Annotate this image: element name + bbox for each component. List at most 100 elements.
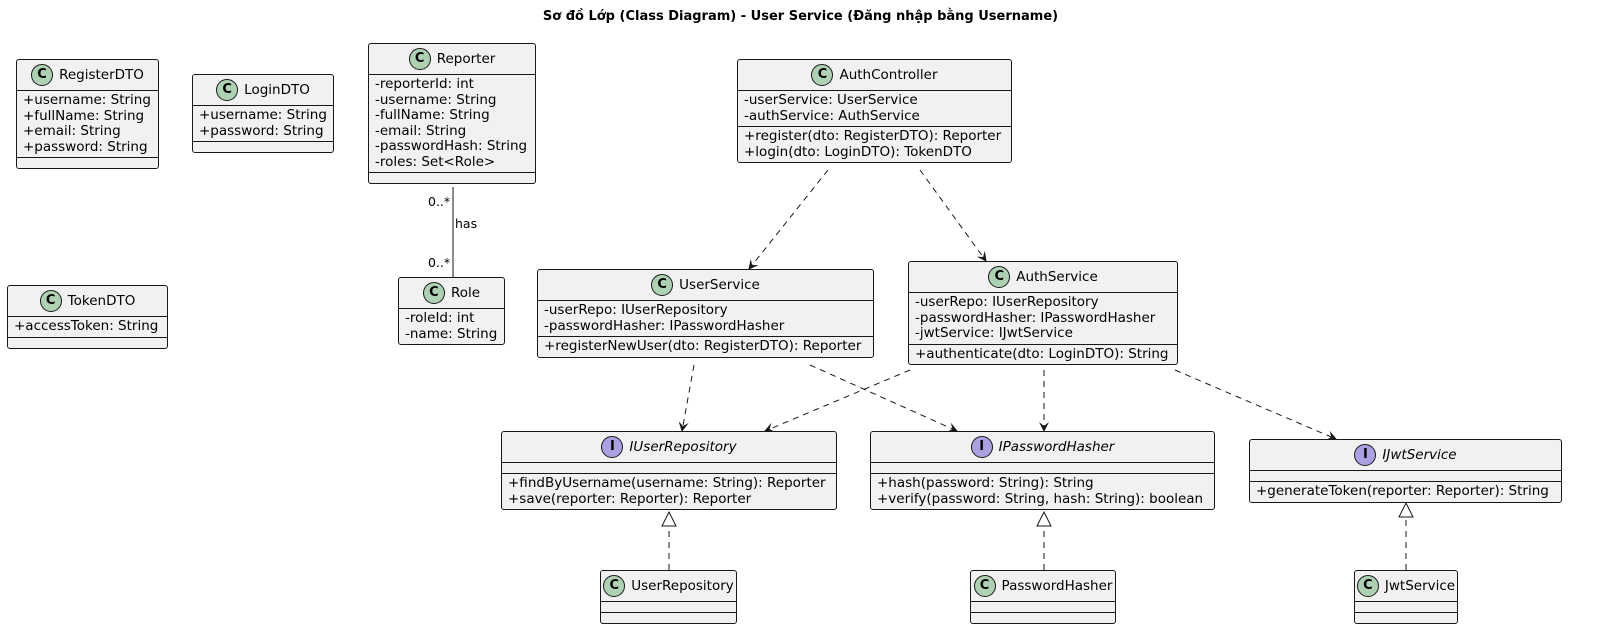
- class-field: -name: String: [405, 325, 498, 342]
- class-header: C PasswordHasher: [971, 571, 1115, 602]
- class-name: UserService: [679, 277, 760, 293]
- fields-compartment: +username: String+password: String: [193, 106, 333, 142]
- class-method: +registerNewUser(dto: RegisterDTO): Repo…: [544, 338, 862, 354]
- class-name: LoginDTO: [244, 82, 310, 98]
- reporter-multiplicity: 0..*: [428, 194, 451, 209]
- fields-compartment: -roleId: int-name: String: [399, 309, 504, 344]
- fields-compartment: +username: String+fullName: String+email…: [17, 91, 158, 158]
- methods-compartment: [601, 613, 736, 623]
- edge-authcontroller-userservice: [748, 169, 829, 270]
- class-field: +accessToken: String: [14, 318, 159, 334]
- methods-compartment: +authenticate(dto: LoginDTO): String: [909, 345, 1177, 365]
- class-field: -roles: Set<Role>: [375, 153, 496, 170]
- class-badge-icon: C: [603, 575, 626, 597]
- class-field: -userRepo: IUserRepository: [544, 302, 728, 318]
- class-field: +username: String: [199, 107, 327, 123]
- interface-i-password-hasher[interactable]: I IPasswordHasher +hash(password: String):…: [870, 431, 1215, 510]
- class-method: +save(reporter: Reporter): Reporter: [508, 490, 752, 507]
- fields-compartment: -userRepo: IUserRepository-passwordHashe…: [538, 301, 873, 337]
- class-field: -userRepo: IUserRepository: [915, 294, 1099, 310]
- class-field: -authService: AuthService: [744, 107, 920, 124]
- class-name: TokenDTO: [67, 293, 136, 309]
- class-field: -fullName: String: [375, 107, 490, 123]
- class-method: +authenticate(dto: LoginDTO): String: [915, 345, 1169, 362]
- class-name: Reporter: [436, 51, 496, 67]
- class-token-dto[interactable]: C TokenDTO +accessToken: String: [7, 285, 168, 349]
- class-badge-icon: C: [1356, 575, 1379, 597]
- edge-userservice-ipasswordhasher: [809, 364, 958, 432]
- class-header: I IPasswordHasher: [871, 432, 1214, 463]
- class-user-repository[interactable]: C UserRepository: [600, 570, 737, 624]
- class-field: -roleId: int: [405, 310, 475, 326]
- class-method: +hash(password: String): String: [877, 475, 1094, 491]
- methods-compartment: +findByUsername(username: String): Repor…: [502, 474, 836, 509]
- methods-compartment: [8, 338, 167, 348]
- interface-badge-icon: I: [970, 436, 993, 458]
- fields-compartment: -reporterId: int-username: String-fullNa…: [369, 75, 535, 173]
- class-badge-icon: C: [216, 79, 239, 101]
- class-field: +email: String: [23, 123, 121, 139]
- class-name: UserRepository: [631, 578, 734, 594]
- class-badge-icon: C: [31, 64, 54, 86]
- methods-compartment: +generateToken(reporter: Reporter): Stri…: [1250, 482, 1561, 502]
- edge-authservice-iuserrepository: [764, 369, 911, 433]
- methods-compartment: [971, 613, 1115, 623]
- class-method: +generateToken(reporter: Reporter): Stri…: [1256, 483, 1549, 499]
- class-field: +password: String: [23, 138, 148, 155]
- diagram-title: Sơ đồ Lớp (Class Diagram) - User Service…: [542, 9, 1059, 24]
- class-name: IPasswordHasher: [998, 439, 1115, 455]
- class-field: -reporterId: int: [375, 76, 474, 92]
- class-method: +register(dto: RegisterDTO): Reporter: [744, 128, 1002, 144]
- methods-compartment: [369, 173, 535, 183]
- class-field: +password: String: [199, 122, 324, 139]
- fields-compartment: [502, 463, 836, 474]
- fields-compartment: [871, 463, 1214, 474]
- methods-compartment: [193, 142, 333, 152]
- class-method: +verify(password: String, hash: String):…: [877, 490, 1204, 507]
- role-multiplicity: 0..*: [428, 255, 451, 270]
- class-user-service[interactable]: C UserService -userRepo: IUserRepository-p…: [537, 269, 874, 358]
- methods-compartment: [17, 158, 158, 168]
- class-method: +login(dto: LoginDTO): TokenDTO: [744, 143, 972, 160]
- methods-compartment: +hash(password: String): String+verify(p…: [871, 474, 1214, 509]
- class-header: C UserRepository: [601, 571, 736, 602]
- interface-badge-icon: I: [601, 436, 624, 458]
- interface-badge-icon: I: [1354, 444, 1377, 466]
- fields-compartment: [1355, 602, 1457, 613]
- class-password-hasher[interactable]: C PasswordHasher: [970, 570, 1116, 624]
- class-name: PasswordHasher: [1001, 578, 1113, 594]
- class-badge-icon: C: [973, 575, 996, 597]
- class-field: +username: String: [23, 92, 151, 108]
- class-field: -userService: UserService: [744, 92, 918, 108]
- edge-userservice-iuserrepository: [678, 364, 695, 432]
- class-header: C LoginDTO: [193, 75, 333, 106]
- class-field: -username: String: [375, 91, 497, 108]
- fields-compartment: [601, 602, 736, 613]
- class-badge-icon: C: [811, 64, 834, 86]
- class-login-dto[interactable]: C LoginDTO +username: String+password: Str…: [192, 74, 334, 153]
- class-badge-icon: C: [39, 290, 62, 312]
- fields-compartment: +accessToken: String: [8, 317, 167, 338]
- class-badge-icon: C: [651, 274, 674, 296]
- class-name: AuthService: [1016, 269, 1098, 285]
- edge-authcontroller-authservice: [919, 169, 987, 262]
- class-name: Role: [450, 285, 481, 301]
- fields-compartment: -userService: UserService-authService: A…: [738, 91, 1011, 127]
- class-header: C UserService: [538, 270, 873, 301]
